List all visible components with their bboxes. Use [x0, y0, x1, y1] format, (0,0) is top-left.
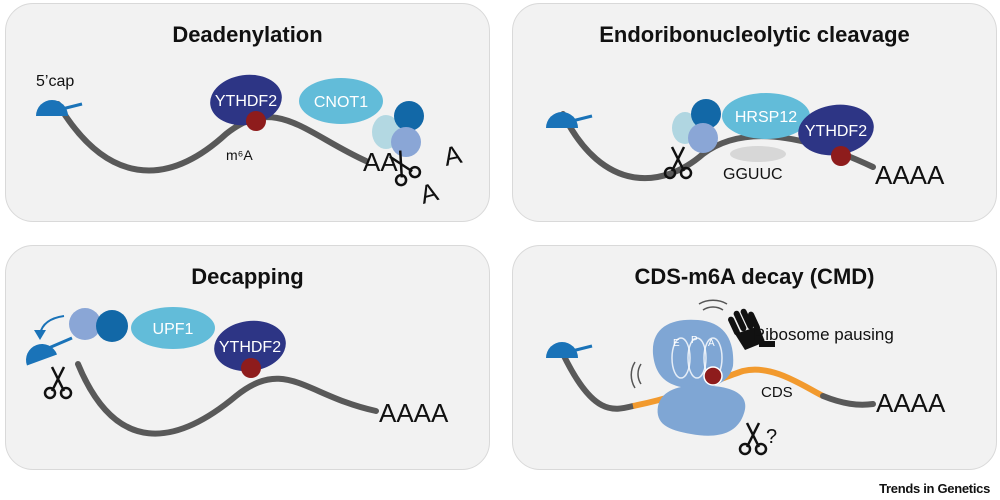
- cap-icon: [546, 112, 593, 128]
- a-site-label: A: [708, 338, 715, 349]
- cds-label: CDS: [761, 384, 793, 401]
- upf1-protein: [131, 307, 215, 349]
- m6a-mark: [703, 366, 723, 386]
- ythdf2-protein: [798, 104, 874, 156]
- upf1-label: UPF1: [153, 321, 194, 338]
- mrna-strand: [560, 351, 636, 412]
- m6a-mark: [246, 111, 266, 131]
- ythdf2-label: YTHDF2: [219, 339, 281, 356]
- decapping-title: Decapping: [191, 264, 304, 289]
- ccr4-not-complex: [372, 101, 424, 157]
- endoribonucleolytic-panel: Endoribonucleolytic cleavage HRSP12 YTHD…: [512, 3, 997, 222]
- question-mark: ?: [766, 426, 777, 448]
- motif-shadow: [730, 146, 786, 162]
- cap-icon: [546, 342, 593, 358]
- scissors-icon: [738, 422, 768, 456]
- scissors-icon: [43, 366, 73, 400]
- hand-stop-icon: [728, 308, 775, 350]
- journal-credit: Trends in Genetics: [879, 481, 990, 496]
- mrna-strand: [55, 101, 369, 174]
- cap-label: 5’cap: [36, 73, 74, 90]
- deadenylation-panel: Deadenylation 5’cap YTHDF2 m⁶A CNOT1 AA …: [5, 3, 490, 222]
- poly-a-tail: AAAA: [379, 398, 449, 428]
- hrsp12-protein: [722, 93, 810, 139]
- ythdf2-protein: [214, 320, 286, 372]
- ythdf2-label: YTHDF2: [805, 123, 867, 140]
- m6a-mark: [241, 358, 261, 378]
- motif-label: GGUUC: [723, 166, 783, 183]
- motion-lines: [630, 299, 728, 389]
- cmd-panel: CDS-m6A decay (CMD) E P A: [512, 245, 997, 470]
- deadenylation-title: Deadenylation: [172, 22, 323, 47]
- poly-a-tail: AA: [363, 147, 398, 177]
- cnot1-protein: [299, 78, 383, 124]
- endonuclease-complex: [672, 99, 721, 153]
- ythdf2-label: YTHDF2: [215, 93, 277, 110]
- ribosome-pausing-label: Ribosome pausing: [753, 325, 894, 344]
- scissors-icon: [663, 146, 693, 180]
- ythdf2-protein: [210, 74, 282, 126]
- decapping-complex: [69, 308, 128, 342]
- p-site-label: P: [691, 335, 698, 346]
- m6a-mark: [831, 146, 851, 166]
- hrsp12-label: HRSP12: [735, 109, 797, 126]
- mrna-strand: [75, 361, 379, 437]
- released-a-1: A: [441, 139, 465, 172]
- poly-a-tail: AAAA: [876, 388, 946, 418]
- endoribonucleolytic-title: Endoribonucleolytic cleavage: [599, 22, 910, 47]
- e-site-label: E: [673, 338, 680, 349]
- poly-a-tail: AAAA: [875, 160, 945, 190]
- m6a-label: m⁶A: [226, 147, 253, 163]
- cap-icon: [26, 336, 73, 366]
- decapping-panel: Decapping UPF1 YTHDF2 AAAA: [5, 245, 490, 470]
- scissors-icon: [389, 150, 422, 187]
- cnot1-label: CNOT1: [314, 94, 368, 111]
- cap-icon: [36, 100, 83, 116]
- mrna-3prime: [820, 393, 876, 408]
- cmd-title: CDS-m6A decay (CMD): [634, 264, 875, 289]
- released-a-2: A: [417, 176, 442, 210]
